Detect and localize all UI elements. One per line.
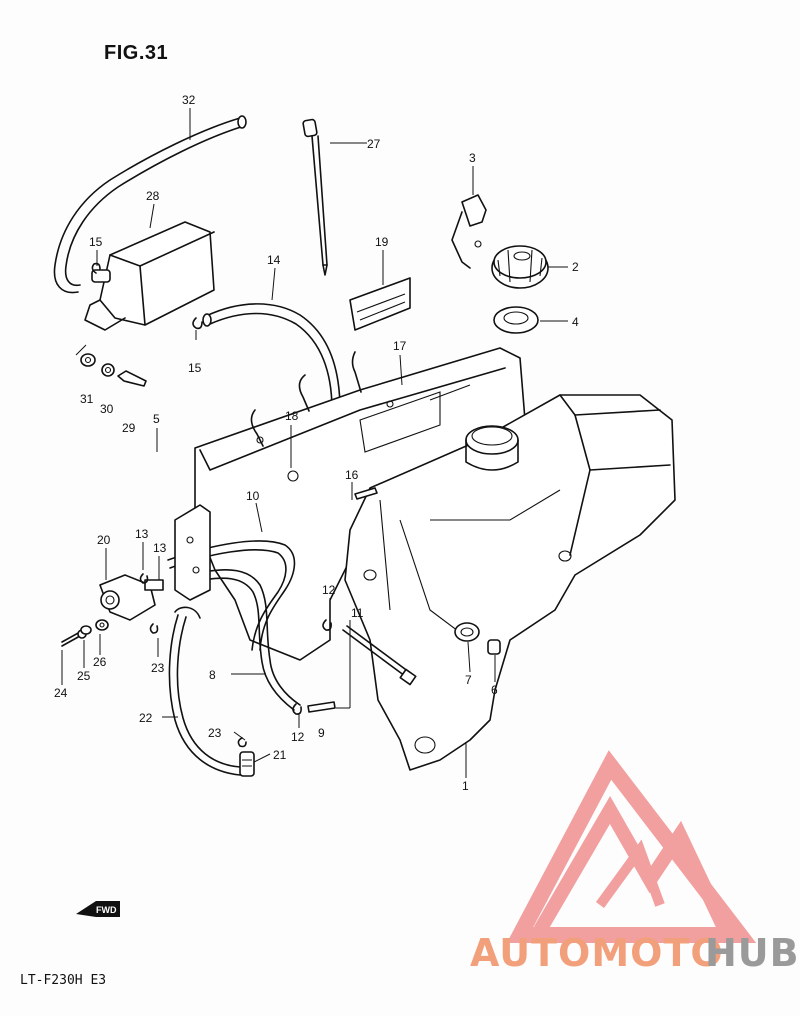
callout-25: 25	[77, 669, 91, 683]
fuel-tank-1	[344, 394, 676, 771]
breather-hose-32	[53, 115, 247, 294]
canister-28	[84, 221, 215, 331]
svg-text:AUTOMOTO: AUTOMOTO	[470, 931, 724, 975]
callout-12a: 12	[322, 583, 336, 597]
figure-title: FIG.31	[104, 42, 169, 64]
fitting-21	[239, 751, 255, 777]
callout-2: 2	[572, 260, 579, 274]
bolt-9	[307, 701, 336, 713]
nut-30	[101, 363, 115, 377]
callout-21: 21	[273, 748, 287, 762]
callout-24: 24	[54, 686, 68, 700]
nut-26	[95, 619, 109, 631]
callout-6: 6	[491, 683, 498, 697]
callout-27: 27	[367, 137, 381, 151]
washer-25	[80, 625, 92, 635]
callout-28: 28	[146, 189, 160, 203]
callout-17: 17	[393, 339, 407, 353]
callout-13a: 13	[135, 527, 149, 541]
callout-11: 11	[351, 606, 364, 620]
model-label: LT-F230H E3	[20, 973, 107, 988]
svg-text:FWD: FWD	[96, 905, 117, 915]
callout-15a: 15	[89, 235, 103, 249]
callout-5: 5	[153, 412, 160, 426]
callout-30: 30	[100, 402, 114, 416]
callout-29: 29	[122, 421, 136, 435]
callout-14: 14	[267, 253, 281, 267]
watermark-text: AUTOMOTO HUB	[470, 931, 800, 975]
clip-12-upper	[322, 619, 332, 631]
callout-16: 16	[345, 468, 359, 482]
bolt-29	[117, 370, 147, 387]
gasket-4	[493, 306, 539, 334]
callout-9: 9	[318, 726, 325, 740]
hose-10	[167, 540, 296, 651]
bracket-plate	[174, 504, 211, 601]
fuel-valve-20	[99, 574, 164, 621]
callout-22: 22	[139, 711, 153, 725]
clip-23	[237, 737, 247, 748]
callout-32: 32	[182, 93, 196, 107]
clip-15-upper	[91, 262, 101, 274]
callout-12b: 12	[291, 730, 305, 744]
watermark-logo	[506, 750, 757, 943]
callout-23a: 23	[151, 661, 165, 675]
bolt-16	[354, 487, 378, 500]
callout-13b: 13	[153, 541, 167, 555]
callout-1: 1	[462, 779, 469, 793]
callout-31: 31	[80, 392, 94, 406]
bolt-11	[342, 625, 417, 686]
callout-7: 7	[465, 673, 472, 687]
callout-labels: 32 28 15 15 27 19 14 3 2 4 17 31 30 29 5…	[54, 93, 579, 793]
holder-3	[451, 194, 487, 269]
svg-text:HUB: HUB	[705, 931, 800, 975]
hose-8	[189, 569, 301, 711]
fwd-arrow-icon: FWD	[76, 901, 120, 917]
pad-19	[349, 277, 411, 331]
washer-31	[80, 353, 96, 367]
callout-8: 8	[209, 668, 216, 682]
leader-lines	[61, 108, 568, 778]
callout-20: 20	[97, 533, 111, 547]
callout-19: 19	[375, 235, 389, 249]
cable-tie-27	[302, 118, 328, 276]
callout-4: 4	[572, 315, 579, 329]
callout-10: 10	[246, 489, 260, 503]
callout-15b: 15	[188, 361, 202, 375]
callout-18: 18	[285, 409, 299, 423]
clip-13	[139, 573, 159, 634]
callout-26: 26	[93, 655, 107, 669]
hose-22	[168, 606, 241, 776]
fuel-cap-2	[491, 245, 549, 289]
callout-23b: 23	[208, 726, 222, 740]
clip-15-lower	[192, 317, 203, 330]
clip-12-lower	[292, 703, 302, 715]
callout-3: 3	[469, 151, 476, 165]
